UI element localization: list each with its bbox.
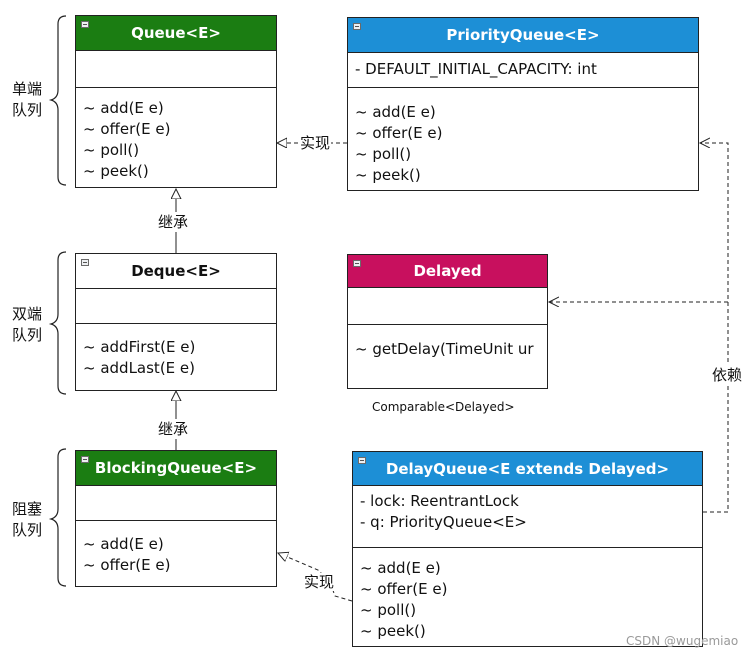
methods-section: ~ add(E e) ~ offer(E e) ~ poll() ~ peek(… xyxy=(76,95,276,182)
collapse-icon[interactable] xyxy=(81,259,89,266)
collapse-icon[interactable] xyxy=(81,21,89,28)
field-item: - q: PriorityQueue<E> xyxy=(360,513,527,531)
class-title: PriorityQueue<E> xyxy=(446,26,600,44)
class-title: Deque<E> xyxy=(131,262,221,280)
inherits-label-1: 继承 xyxy=(158,212,189,232)
delayed-caption: Comparable<Delayed> xyxy=(372,400,515,414)
methods-section: ~ add(E e) ~ offer(E e) ~ poll() ~ peek(… xyxy=(348,99,698,186)
method-item: ~ offer(E e) xyxy=(360,580,448,598)
brace-blocking xyxy=(48,448,67,587)
class-header: BlockingQueue<E> xyxy=(76,451,276,486)
collapse-icon[interactable] xyxy=(353,23,361,30)
methods-section: ~ getDelay(TimeUnit ur xyxy=(348,336,547,360)
implements-line-2 xyxy=(278,553,353,602)
method-item: ~ poll() xyxy=(355,145,412,163)
fields-section: - DEFAULT_INITIAL_CAPACITY: int xyxy=(348,53,698,88)
collapse-icon[interactable] xyxy=(353,260,361,267)
method-item: ~ addFirst(E e) xyxy=(83,338,196,356)
fields-section xyxy=(76,289,276,324)
fields-section xyxy=(76,51,276,88)
method-item: ~ poll() xyxy=(360,601,417,619)
field-item: - lock: ReentrantLock xyxy=(360,492,519,510)
implements-label-1: 实现 xyxy=(299,134,332,152)
fields-section xyxy=(348,288,547,325)
collapse-icon[interactable] xyxy=(358,457,366,464)
depends-line-vertical xyxy=(700,143,729,513)
method-item: ~ add(E e) xyxy=(360,559,441,577)
class-delayed[interactable]: Delayed ~ getDelay(TimeUnit ur xyxy=(347,254,548,389)
class-deque[interactable]: Deque<E> ~ addFirst(E e) ~ addLast(E e) xyxy=(75,253,277,391)
method-item: ~ peek() xyxy=(83,162,149,180)
implements-label-2: 实现 xyxy=(303,573,336,591)
class-title: Delayed xyxy=(413,262,482,280)
method-item: ~ add(E e) xyxy=(83,99,164,117)
field-item: - DEFAULT_INITIAL_CAPACITY: int xyxy=(355,60,597,78)
method-item: ~ add(E e) xyxy=(355,103,436,121)
methods-section: ~ add(E e) ~ offer(E e) xyxy=(76,531,276,576)
methods-section: ~ add(E e) ~ offer(E e) ~ poll() ~ peek(… xyxy=(353,555,702,642)
fields-section xyxy=(76,486,276,521)
depends-label: 依赖 xyxy=(712,364,743,386)
class-blocking-queue[interactable]: BlockingQueue<E> ~ add(E e) ~ offer(E e) xyxy=(75,450,277,587)
class-title: DelayQueue<E extends Delayed> xyxy=(385,459,670,478)
watermark: CSDN @wugemiao xyxy=(626,634,739,648)
brace-double-ended xyxy=(48,251,67,395)
class-header: Delayed xyxy=(348,255,547,288)
class-title: BlockingQueue<E> xyxy=(94,459,258,477)
class-delay-queue[interactable]: DelayQueue<E extends Delayed> - lock: Re… xyxy=(352,451,703,647)
class-header: DelayQueue<E extends Delayed> xyxy=(353,452,702,486)
group-label-single-ended: 单端 队列 xyxy=(12,80,43,119)
method-item: ~ poll() xyxy=(83,141,140,159)
class-priority-queue[interactable]: PriorityQueue<E> - DEFAULT_INITIAL_CAPAC… xyxy=(347,17,699,191)
method-item: ~ addLast(E e) xyxy=(83,359,195,377)
class-header: Queue<E> xyxy=(76,16,276,51)
brace-single-ended xyxy=(48,15,67,186)
method-item: ~ peek() xyxy=(355,166,421,184)
method-item: ~ add(E e) xyxy=(83,535,164,553)
inherits-label-2: 继承 xyxy=(158,419,189,439)
class-header: PriorityQueue<E> xyxy=(348,18,698,53)
group-label-blocking: 阻塞 队列 xyxy=(12,500,43,539)
class-title: Queue<E> xyxy=(131,24,221,42)
method-item: ~ offer(E e) xyxy=(355,124,443,142)
collapse-icon[interactable] xyxy=(81,456,89,463)
method-item: ~ offer(E e) xyxy=(83,556,171,574)
method-item: ~ getDelay(TimeUnit ur xyxy=(355,340,534,358)
method-item: ~ offer(E e) xyxy=(83,120,171,138)
fields-section: - lock: ReentrantLock - q: PriorityQueue… xyxy=(353,486,702,548)
method-item: ~ peek() xyxy=(360,622,426,640)
class-header: Deque<E> xyxy=(76,254,276,289)
methods-section: ~ addFirst(E e) ~ addLast(E e) xyxy=(76,334,276,379)
class-queue[interactable]: Queue<E> ~ add(E e) ~ offer(E e) ~ poll(… xyxy=(75,15,277,188)
group-label-double-ended: 双端 队列 xyxy=(12,305,43,344)
